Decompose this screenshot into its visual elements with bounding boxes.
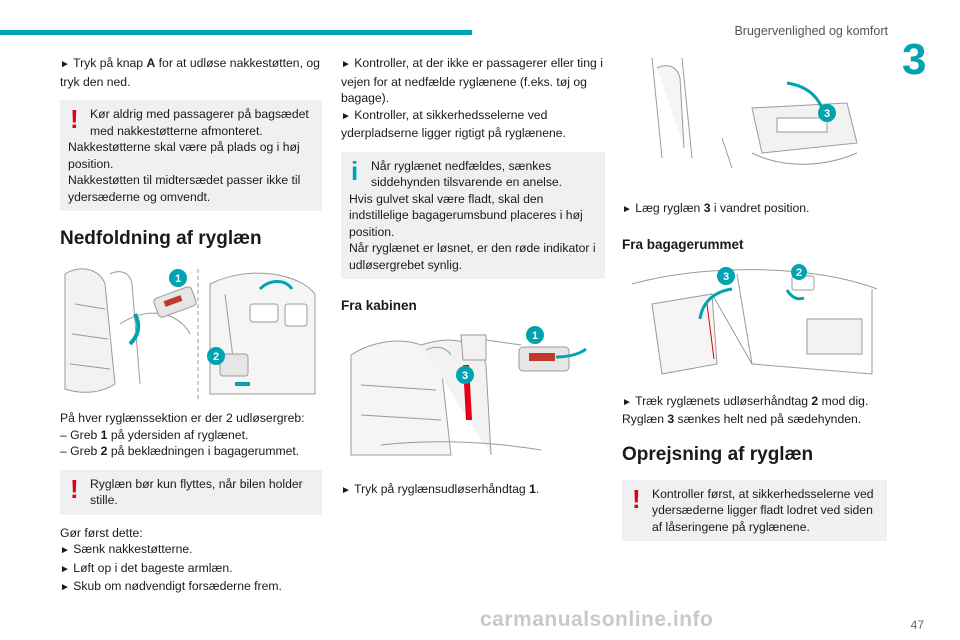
check-step: ► Kontroller, at der ikke er passagerer … [341, 56, 603, 105]
arrow-icon: ► [622, 204, 632, 215]
header-accent-bar [0, 30, 472, 35]
svg-text:1: 1 [532, 330, 538, 342]
svg-text:3: 3 [824, 108, 830, 120]
info-box-folding: i Når ryglænet nedfældes, sænkes siddehy… [341, 151, 605, 279]
warning-text: Kontroller først, at sikkerhedsselerne v… [652, 486, 874, 534]
info-text: Når ryglænet nedfældes, sænkes siddehynd… [371, 158, 563, 190]
prep-step: ► Skub om nødvendigt forsæderne frem. [60, 579, 282, 593]
arrow-icon: ► [60, 582, 70, 593]
svg-text:1: 1 [175, 273, 181, 285]
prep-heading: Gør først dette: [60, 525, 143, 540]
section-title: Oprejsning af ryglæn [622, 443, 814, 465]
illustration-trunk-lever: 3 2 [622, 263, 887, 379]
subsection-title: Fra bagagerummet [622, 236, 744, 252]
illustration-cabin-lever: 1 3 [341, 325, 605, 465]
arrow-icon: ► [60, 563, 70, 575]
header-title: Brugervenlighed og komfort [734, 24, 888, 38]
arrow-icon: ► [341, 485, 351, 496]
illustration-backrest-folded: 3 [622, 48, 887, 178]
prep-step: ► Sænk nakkestøtterne. [60, 542, 193, 556]
warning-icon: ! [70, 473, 79, 504]
instruction-headrest: ► Tryk på knap A for at udløse nakkestøt… [60, 56, 320, 89]
section-title: Nedfoldning af ryglæn [60, 228, 262, 249]
levers-intro: På hver ryglænssektion er der 2 udløserg… [60, 411, 305, 425]
info-text: Når ryglænet er løsnet, er den røde indi… [349, 241, 596, 272]
warning-icon: ! [70, 104, 79, 134]
column-2: ► Kontroller, at der ikke er passagerer … [341, 55, 605, 500]
subsection-title: Fra kabinen [341, 298, 417, 313]
svg-text:3: 3 [723, 271, 729, 283]
warning-text: Kør aldrig med passagerer på bagsædet me… [90, 107, 309, 138]
svg-text:2: 2 [213, 351, 219, 363]
warning-icon: ! [632, 483, 641, 514]
warning-text: Ryglæn bør kun flyttes, når bilen holder… [90, 476, 303, 508]
illustration-release-levers: 1 2 [60, 264, 322, 404]
svg-text:2: 2 [796, 267, 802, 279]
arrow-icon: ► [341, 59, 351, 70]
arrow-icon: ► [622, 396, 632, 408]
warning-text: Nakkestøtten til midtersædet passer ikke… [68, 173, 301, 204]
arrow-icon: ► [60, 59, 70, 70]
page-number: 47 [910, 618, 924, 632]
callout-2-icon: 2 [207, 347, 225, 365]
check-step: ► Kontroller, at sikkerhedsselerne ved y… [341, 107, 566, 141]
cabin-step: ► Tryk på ryglænsudløserhåndtag 1. [341, 482, 540, 496]
warning-box-stationary: ! Ryglæn bør kun flyttes, når bilen hold… [60, 469, 322, 515]
warning-box-seatbelts: ! Kontroller først, at sikkerhedsselerne… [622, 479, 887, 541]
column-3: 3 ► Læg ryglæn 3 i vandret position. Fra… [622, 48, 887, 541]
prep-step: ► Løft op i det bageste armlæn. [60, 560, 233, 575]
info-icon: i [351, 155, 359, 186]
callout-1-icon: 1 [526, 326, 544, 344]
info-text: Hvis gulvet skal være fladt, skal den in… [349, 191, 583, 239]
svg-text:3: 3 [462, 370, 468, 382]
callout-2-icon: 2 [791, 263, 807, 280]
arrow-icon: ► [341, 110, 351, 122]
trunk-result: Ryglæn 3 sænkes helt ned på sædehynden. [622, 412, 862, 426]
callout-3-icon: 3 [456, 366, 474, 384]
trunk-step: ► Træk ryglænets udløserhåndtag 2 mod di… [622, 393, 869, 408]
arrow-icon: ► [60, 545, 70, 556]
callout-1-icon: 1 [169, 269, 187, 287]
callout-3-icon: 3 [717, 266, 735, 285]
warning-box-headrest: ! Kør aldrig med passagerer på bagsædet … [60, 100, 322, 211]
lever-item-2: – Greb 2 på beklædningen i bagagerummet. [60, 444, 300, 458]
chapter-number: 3 [902, 35, 927, 84]
callout-3-icon: 3 [818, 104, 836, 122]
warning-text: Nakkestøtterne skal være på plads og i h… [68, 140, 300, 171]
place-step: ► Læg ryglæn 3 i vandret position. [622, 201, 810, 215]
watermark: carmanualsonline.info [480, 608, 714, 631]
lever-item-1: – Greb 1 på ydersiden af ryglænet. [60, 427, 249, 442]
column-1: ► Tryk på knap A for at udløse nakkestøt… [60, 55, 322, 597]
